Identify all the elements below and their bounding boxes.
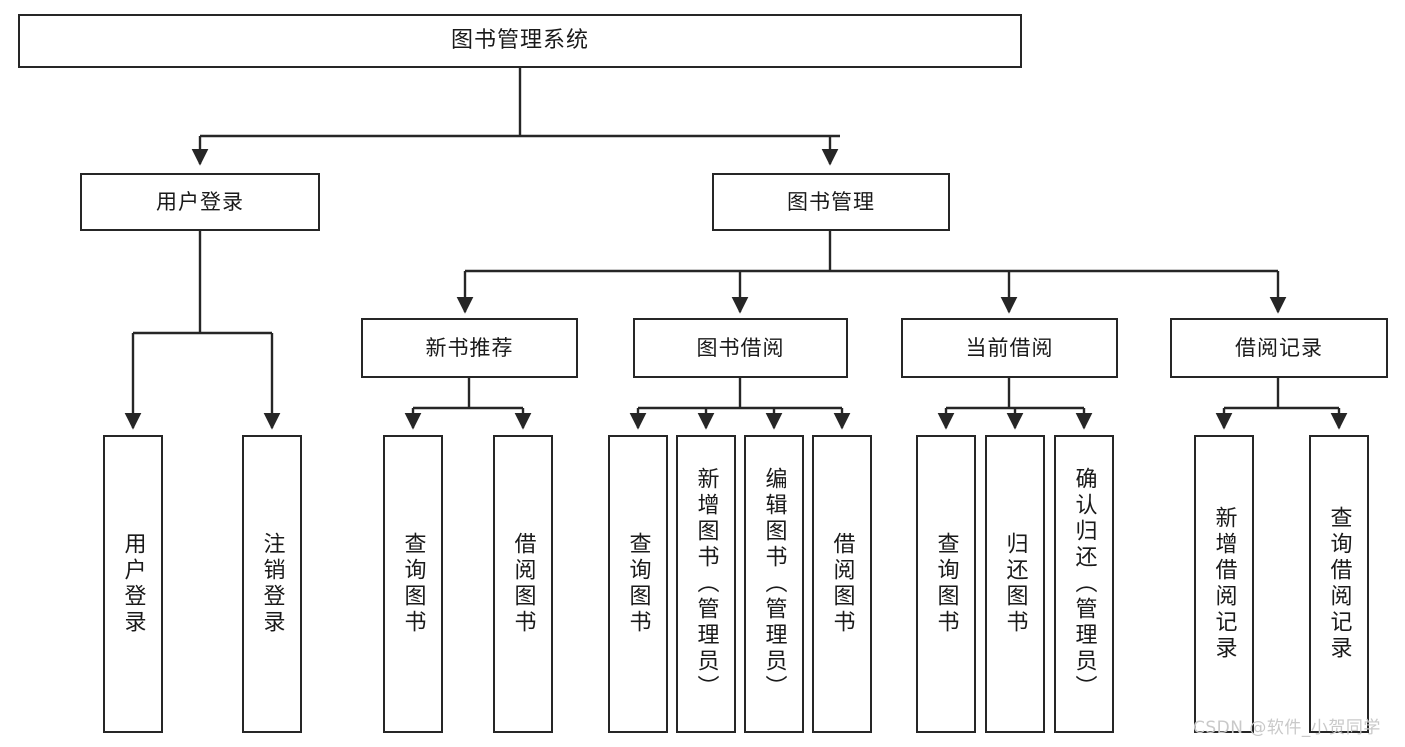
- node-leaf-add-borrow-record[interactable]: 新增借阅记录: [1194, 435, 1254, 733]
- node-leaf-confirm-return-admin[interactable]: 确认归还（管理员）: [1054, 435, 1114, 733]
- node-root-system[interactable]: 图书管理系统: [18, 14, 1022, 68]
- node-label: 编辑图书（管理员）: [761, 467, 787, 701]
- node-label: 图书借阅: [696, 335, 785, 360]
- node-leaf-user-login[interactable]: 用户登录: [103, 435, 163, 733]
- node-label: 图书管理: [787, 189, 875, 214]
- node-label: 查询借阅记录: [1326, 506, 1352, 662]
- node-leaf-edit-book-admin[interactable]: 编辑图书（管理员）: [744, 435, 804, 733]
- node-label: 查询图书: [625, 532, 651, 636]
- node-book-management[interactable]: 图书管理: [712, 173, 950, 231]
- node-label: 确认归还（管理员）: [1071, 467, 1097, 701]
- node-label: 用户登录: [120, 532, 146, 636]
- node-leaf-borrow-book[interactable]: 借阅图书: [812, 435, 872, 733]
- node-leaf-return-book[interactable]: 归还图书: [985, 435, 1045, 733]
- node-leaf-query-book-recommend[interactable]: 查询图书: [383, 435, 443, 733]
- node-leaf-add-book-admin[interactable]: 新增图书（管理员）: [676, 435, 736, 733]
- node-book-borrow[interactable]: 图书借阅: [633, 318, 848, 378]
- node-user-login[interactable]: 用户登录: [80, 173, 320, 231]
- node-label: 新书推荐: [425, 335, 514, 360]
- node-label: 用户登录: [156, 189, 244, 214]
- node-label: 借阅图书: [829, 532, 855, 636]
- node-leaf-query-book-current[interactable]: 查询图书: [916, 435, 976, 733]
- node-label: 借阅图书: [510, 532, 536, 636]
- node-label: 注销登录: [259, 532, 285, 636]
- node-label: 图书管理系统: [450, 28, 589, 54]
- node-leaf-query-book-borrow[interactable]: 查询图书: [608, 435, 668, 733]
- node-new-book-recommend[interactable]: 新书推荐: [361, 318, 578, 378]
- node-current-borrow[interactable]: 当前借阅: [901, 318, 1118, 378]
- node-label: 查询图书: [400, 532, 426, 636]
- node-label: 新增图书（管理员）: [693, 467, 719, 701]
- node-label: 借阅记录: [1235, 335, 1323, 360]
- node-leaf-user-logout[interactable]: 注销登录: [242, 435, 302, 733]
- csdn-watermark: CSDN @软件_小贺同学: [1193, 718, 1381, 738]
- node-leaf-query-borrow-record[interactable]: 查询借阅记录: [1309, 435, 1369, 733]
- node-label: 当前借阅: [965, 335, 1054, 360]
- node-leaf-borrow-book-recommend[interactable]: 借阅图书: [493, 435, 553, 733]
- node-label: 查询图书: [933, 532, 959, 636]
- node-label: 归还图书: [1002, 532, 1028, 636]
- node-borrow-record[interactable]: 借阅记录: [1170, 318, 1388, 378]
- node-label: 新增借阅记录: [1211, 506, 1237, 662]
